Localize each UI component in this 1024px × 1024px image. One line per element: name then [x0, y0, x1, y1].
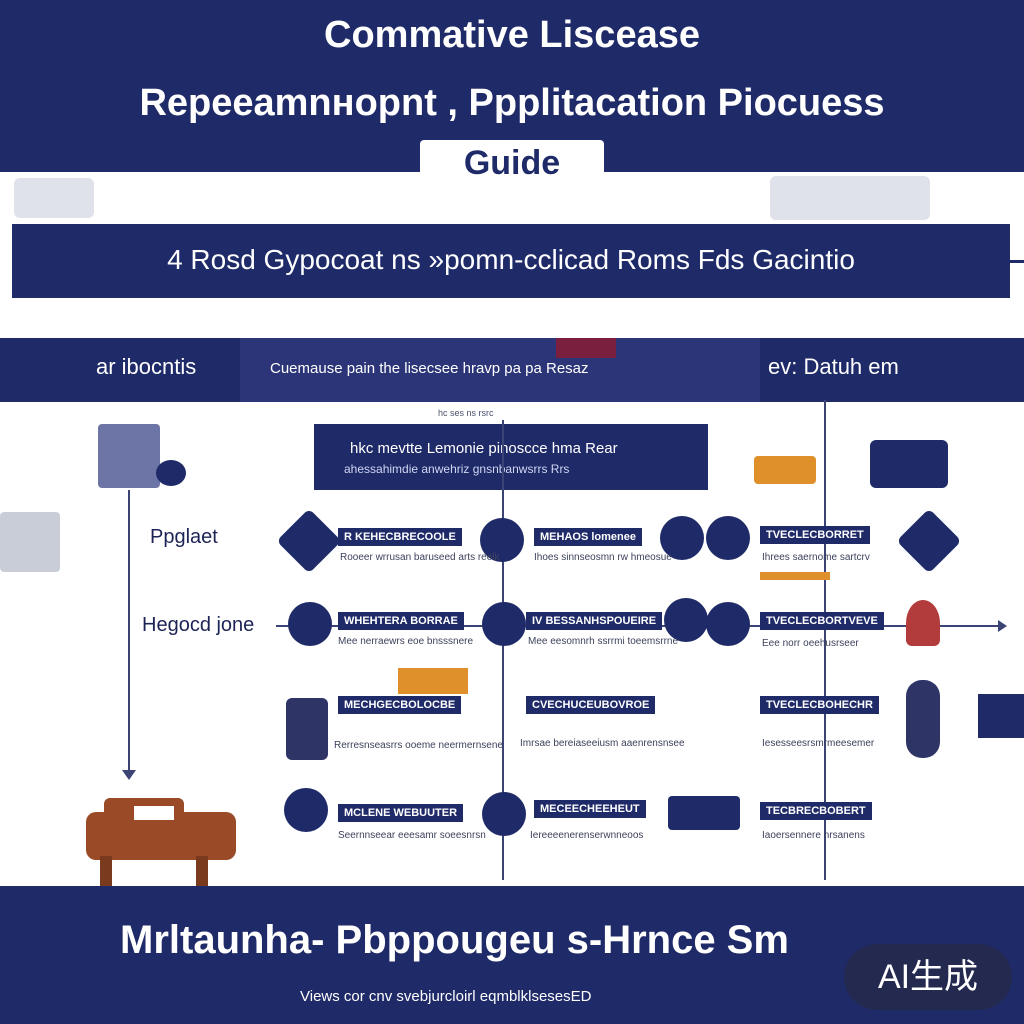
row-label-1: Ppglaet: [150, 526, 218, 548]
step-label: TECBRECBOBERT: [760, 802, 872, 820]
step-description: Eee norr oeehusrseer: [762, 638, 859, 649]
footer-title: Mrltaunha- Pbppougeu s-Hrnce Sm: [120, 918, 789, 962]
step-label: CVECHUCEUBOVROE: [526, 696, 656, 714]
flow-node: [288, 602, 332, 646]
person-icon: [906, 680, 940, 758]
step-label: IV BESSANHSPOUEIRE: [526, 612, 663, 630]
section-band-right: ev: Datuh em: [768, 354, 899, 379]
flow-node: [664, 598, 708, 642]
step-label: MEHAOS lomenee: [534, 528, 642, 546]
vehicle-icon: [668, 796, 740, 830]
background-shape: [770, 176, 930, 220]
step-label: TVECLECBOHECHR: [760, 696, 879, 714]
flow-node: [706, 602, 750, 646]
step-description: Iaoersennere nrsanens: [762, 830, 865, 841]
ribbon-shape: [556, 338, 616, 358]
printer-icon: [870, 440, 948, 488]
band-tick: [1010, 260, 1024, 263]
flow-node: [284, 788, 328, 832]
section-band-middle: Cuemause pain the lisecsee hravp pa pa R…: [270, 360, 589, 377]
car-wheel: [100, 856, 112, 886]
step-label: R KEHECBRECOOLE: [338, 528, 462, 546]
subtitle-band-text: 4 Rosd Gypocoat ns »pomn-cclicad Roms Fd…: [167, 244, 855, 275]
arrow-right-icon: [998, 620, 1007, 632]
section-band-center: [240, 338, 760, 402]
flow-node: [276, 508, 342, 574]
footer-subtitle: Views cor cnv svebjurcloirl eqmblklseses…: [300, 988, 592, 1005]
step-description: Ihrees saernome sartcrv: [762, 552, 870, 563]
background-shape: [14, 178, 94, 218]
step-description: Mee nerraewrs eoe bnsssnere: [338, 636, 474, 647]
folder-icon: [98, 424, 160, 488]
flow-line: [502, 420, 504, 880]
ai-generated-badge: AI生成: [844, 944, 1012, 1010]
subtitle-band: 4 Rosd Gypocoat ns »pomn-cclicad Roms Fd…: [12, 224, 1024, 298]
step-description: Mee eesomnrh ssrrmi toeemsrrne: [528, 636, 679, 647]
car-wheel: [196, 856, 208, 886]
step-label: MECEECHEEHEUT: [534, 800, 646, 818]
flow-node: [482, 602, 526, 646]
flow-node: [706, 516, 750, 560]
flow-line: [824, 400, 826, 880]
guide-tab: [420, 140, 604, 186]
info-box: hkc mevtte Lemonie pinoscce hma Rear ahe…: [314, 424, 708, 490]
box-icon: [398, 668, 468, 694]
flow-node: [660, 516, 704, 560]
section-band-left: ar ibocntis: [96, 354, 197, 379]
car-window: [134, 806, 174, 820]
step-description: Rerresnseasrrs ooeme neermernsene: [334, 740, 503, 751]
step-description: Iesesseesrsmrmeesemer: [762, 738, 875, 749]
step-label: MECHGECBOLOCBE: [338, 696, 462, 714]
info-box-line2: ahessahimdie anwehriz gnsnbanwsrrs Rrs: [344, 462, 570, 476]
row-label-2: Hegocd jone: [142, 614, 255, 636]
step-description: Rooeer wrrusan baruseed arts reelk: [340, 552, 500, 563]
page-title-line3: Guide: [463, 144, 561, 182]
page-title-line1: Commative Liscease: [324, 14, 700, 56]
page-title-line2: Repeeamnнopnt , Ppplitacation Piocuess: [139, 82, 885, 124]
step-label: TVECLECBORRET: [760, 526, 870, 544]
flow-node: [480, 518, 524, 562]
card-icon: [754, 456, 816, 484]
step-description: Iereeeenerenserwnneoos: [530, 830, 644, 841]
badge-icon: [286, 698, 328, 760]
step-description: Seernnseear eeesamr soeesnrsn: [338, 830, 486, 841]
info-box-line1: hkc mevtte Lemonie pinoscce hma Rear: [350, 440, 618, 457]
flow-line: [128, 490, 130, 778]
camera-icon: [156, 460, 186, 486]
flow-node: [896, 508, 962, 574]
person-icon: [906, 600, 940, 646]
infobox-caption: hc ses ns rsrc: [438, 408, 494, 418]
section-band: ar ibocntis Cuemause pain the lisecsee h…: [0, 338, 1024, 402]
step-description: Ihoes sinnseosmn rw hmeosue: [534, 552, 672, 563]
step-label: WHEHTERA BORRAE: [338, 612, 464, 630]
flow-node: [482, 792, 526, 836]
arrow-down-icon: [122, 770, 136, 780]
step-description: Imrsae bereiaseeiusm aaenrensnsee: [520, 738, 685, 749]
step-label: TVECLECBORTVEVE: [760, 612, 884, 630]
panel-icon: [978, 694, 1024, 738]
highlight-bar: [760, 572, 830, 580]
step-label: MCLENE WEBUUTER: [338, 804, 464, 822]
device-icon: [0, 512, 60, 572]
